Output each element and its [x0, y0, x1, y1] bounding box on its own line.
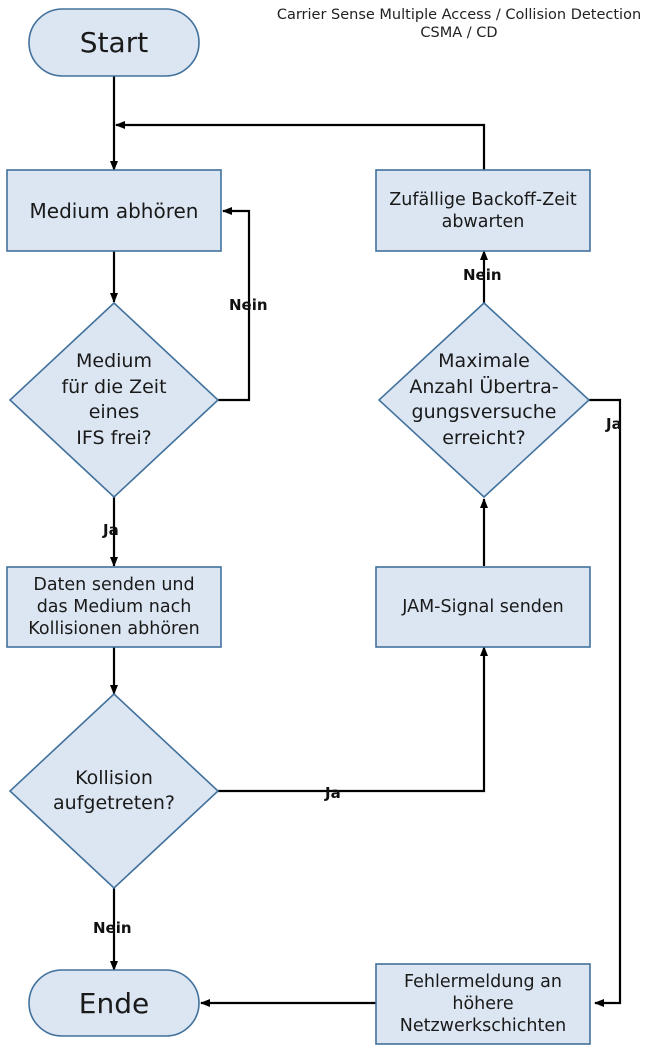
backoff-box — [375, 169, 591, 252]
diagram-header: Carrier Sense Multiple Access / Collisio… — [250, 6, 668, 42]
label-ja-free: Ja — [103, 521, 119, 539]
arrow-backoff-loop — [115, 121, 486, 170]
arrow-collision-ja — [218, 646, 488, 793]
collision-decision — [8, 692, 220, 890]
label-ja-collision: Ja — [325, 784, 341, 802]
header-title: Carrier Sense Multiple Access / Collisio… — [276, 7, 642, 23]
error-box — [375, 963, 591, 1045]
max-attempts-decision — [377, 301, 591, 499]
listen-box — [6, 169, 222, 252]
label-nein-max: Nein — [463, 266, 502, 284]
label-nein-free: Nein — [229, 296, 268, 314]
label-ja-max: Ja — [606, 415, 622, 433]
arrow-max-ja — [589, 398, 622, 1007]
label-nein-collision: Nein — [93, 919, 132, 937]
arrow-check-nein — [218, 207, 251, 402]
send-box — [6, 566, 222, 648]
header-subtitle: CSMA / CD — [420, 25, 498, 41]
check-free-decision — [8, 301, 220, 499]
end-terminal — [28, 969, 200, 1037]
jam-box — [375, 566, 591, 648]
start-terminal — [28, 8, 200, 77]
